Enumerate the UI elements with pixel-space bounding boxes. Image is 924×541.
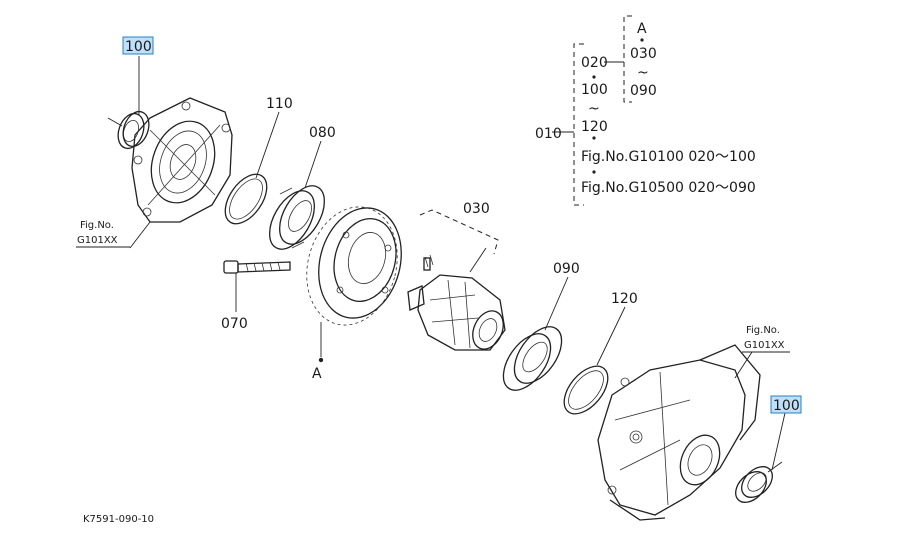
legend-090: 090 (630, 83, 657, 99)
legend-a: A (637, 21, 647, 37)
callout-diff-assy[interactable]: 030 (463, 201, 490, 217)
bolt (223, 260, 291, 274)
right-housing (597, 344, 761, 521)
callout-bearing-right[interactable]: 090 (553, 261, 580, 277)
ref-point-a (318, 357, 324, 363)
fig-ref-left-2: G101XX (77, 235, 118, 246)
leader-lines (129, 56, 786, 471)
legend-tilde-1: ~ (637, 65, 649, 81)
callout-gear-ref: A (312, 366, 322, 382)
right-shim (563, 365, 609, 415)
legend-ref-g10100[interactable]: Fig.No.G10100 020～100 (581, 149, 756, 165)
fig-ref-right-2: G101XX (744, 340, 785, 351)
callout-seal-left[interactable]: 100 (125, 39, 152, 55)
fig-ref-left-1: Fig.No. (80, 220, 114, 231)
legend-120: 120 (581, 119, 608, 135)
ring-gear (306, 206, 402, 326)
right-oil-seal (735, 461, 783, 503)
differential-case (407, 254, 506, 351)
seal-right-highlight (770, 395, 802, 414)
callout-shim-right[interactable]: 120 (611, 291, 638, 307)
legend-ref-g10500[interactable]: Fig.No.G10500 020～090 (581, 180, 756, 196)
left-shim (224, 173, 268, 225)
callout-bearing-left[interactable]: 080 (309, 125, 336, 141)
callout-seal-right[interactable]: 100 (773, 398, 800, 414)
left-bearing (269, 185, 325, 250)
assembly-legend: 010 A 030 ~ 090 020 100 ~ 120 Fig.No.G10… (535, 15, 756, 206)
legend-tilde-2: ~ (588, 101, 600, 117)
legend-100: 100 (581, 82, 608, 98)
left-oil-seal (107, 110, 150, 150)
drawing-id: K7591-090-10 (83, 514, 154, 525)
seal-left-highlight (122, 36, 154, 55)
legend-030: 030 (630, 46, 657, 62)
left-cover-plate (131, 97, 233, 223)
legend-assembly: 010 (535, 126, 562, 142)
diff-bracket (419, 209, 499, 255)
callout-shim-left[interactable]: 110 (266, 96, 293, 112)
legend-020: 020 (581, 55, 608, 71)
callout-bolt[interactable]: 070 (221, 316, 248, 332)
fig-ref-right-1: Fig.No. (746, 325, 780, 336)
right-bearing (502, 326, 563, 391)
